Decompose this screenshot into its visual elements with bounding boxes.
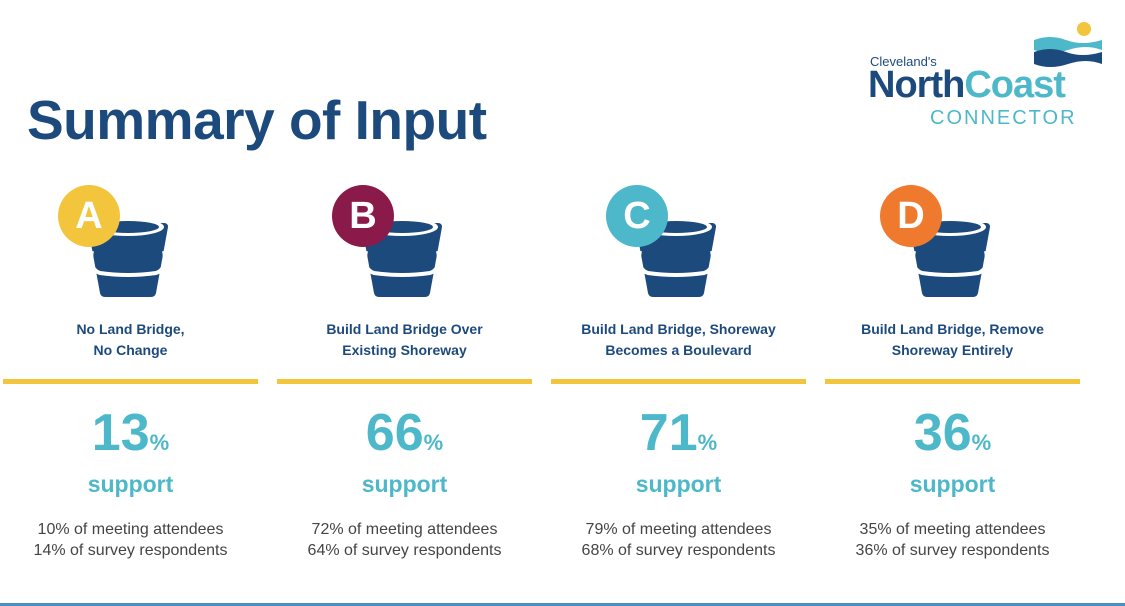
option-label: Build Land Bridge, Remove Shoreway Entir… [825,319,1080,361]
option-label-line: No Change [93,342,168,358]
bucket-icon [362,218,442,297]
option-column-d: D Build Land Bridge, Remove Shoreway Ent… [825,185,1080,575]
option-column-a: A No Land Bridge, No Change 13% support … [3,185,258,575]
option-label-line: Becomes a Boulevard [605,342,752,358]
option-label: Build Land Bridge, Shoreway Becomes a Bo… [551,319,806,361]
percent-value: 36 [913,404,972,462]
logo-cleveland-text: Cleveland's [870,54,937,69]
option-label-line: No Land Bridge, [76,321,185,337]
support-detail: 79% of meeting attendees 68% of survey r… [551,519,806,561]
support-label: support [87,471,174,497]
support-label: support [909,471,996,497]
detail-meeting-attendees: 79% of meeting attendees [585,521,772,538]
option-icon-group: A [58,185,188,300]
option-icon-group: D [880,185,1010,300]
option-column-b: B Build Land Bridge Over Existing Shorew… [277,185,532,575]
option-label: No Land Bridge, No Change [3,319,258,361]
option-column-c: C Build Land Bridge, Shoreway Becomes a … [551,185,806,575]
support-label: support [635,471,722,497]
divider [825,379,1080,384]
percent-sign: % [149,430,170,455]
support-percentage: 66% [277,407,532,459]
divider [551,379,806,384]
option-letter-badge: B [332,185,394,247]
detail-survey-respondents: 64% of survey respondents [307,542,502,559]
divider [3,379,258,384]
option-label-line: Existing Shoreway [342,342,467,358]
option-label-line: Build Land Bridge Over [326,321,483,337]
option-label-line: Shoreway Entirely [891,342,1014,358]
option-letter-badge: A [58,185,120,247]
support-detail: 10% of meeting attendees 14% of survey r… [3,519,258,561]
option-icon-group: C [606,185,736,300]
north-coast-connector-logo: Cleveland's NorthCoast CONNECTOR [866,20,1106,132]
option-letter-badge: D [880,185,942,247]
option-letter-badge: C [606,185,668,247]
logo-coast-text: Coast [964,64,1066,106]
option-label-line: Build Land Bridge, Shoreway [581,321,776,337]
logo-wordmark: NorthCoast [868,64,1066,106]
support-percentage: 36% [825,407,1080,459]
percent-value: 71 [639,404,698,462]
logo-connector-text: CONNECTOR [930,107,1077,129]
divider [277,379,532,384]
detail-survey-respondents: 14% of survey respondents [33,542,228,559]
detail-meeting-attendees: 72% of meeting attendees [311,521,498,538]
percent-value: 13 [91,404,150,462]
percent-sign: % [697,430,718,455]
support-detail: 35% of meeting attendees 36% of survey r… [825,519,1080,561]
support-percentage: 13% [3,407,258,459]
support-label: support [361,471,448,497]
support-percentage: 71% [551,407,806,459]
percent-sign: % [423,430,444,455]
percent-sign: % [971,430,992,455]
option-label-line: Build Land Bridge, Remove [861,321,1044,337]
page-title: Summary of Input [27,89,487,151]
detail-survey-respondents: 36% of survey respondents [855,542,1050,559]
logo-north-text: North [868,64,965,106]
support-detail: 72% of meeting attendees 64% of survey r… [277,519,532,561]
waves-sun-icon [1034,22,1102,67]
detail-meeting-attendees: 10% of meeting attendees [37,521,224,538]
option-icon-group: B [332,185,462,300]
detail-survey-respondents: 68% of survey respondents [581,542,776,559]
detail-meeting-attendees: 35% of meeting attendees [859,521,1046,538]
option-label: Build Land Bridge Over Existing Shoreway [277,319,532,361]
percent-value: 66 [365,404,424,462]
bottom-rule [0,603,1125,606]
